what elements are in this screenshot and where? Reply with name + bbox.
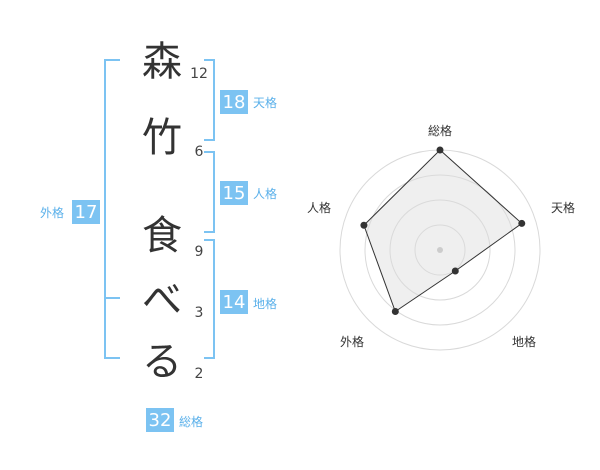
tenkaku-bracket	[204, 59, 215, 141]
stroke-count-2: 6	[194, 144, 204, 160]
radar-axis-label-chikaku: 地格	[512, 335, 537, 349]
stroke-count-5: 2	[194, 366, 204, 382]
chikaku-bracket	[204, 239, 215, 359]
radar-point-1	[436, 146, 444, 154]
jinkaku-label: 人格	[253, 187, 278, 201]
gaikaku-bracket	[104, 59, 120, 359]
chikaku-label: 地格	[253, 297, 278, 311]
name-char-1: 森	[142, 39, 182, 85]
tenkaku-badge: 18	[220, 90, 248, 114]
jinkaku-badge: 15	[220, 181, 248, 205]
radar-ring	[364, 174, 516, 326]
radar-chart	[339, 146, 541, 351]
jinkaku-bracket	[204, 151, 215, 233]
stroke-count-1: 12	[190, 66, 208, 82]
soukaku-badge: 32	[146, 408, 174, 432]
radar-axis-label-gaikaku: 外格	[340, 335, 365, 349]
name-char-2: 竹	[142, 115, 182, 161]
name-char-3: 食	[142, 213, 182, 259]
name-char-5: る	[142, 339, 182, 385]
radar-ring	[389, 199, 491, 301]
chikaku-badge: 14	[220, 290, 248, 314]
radar-axis-label-jinkaku: 人格	[307, 201, 332, 215]
radar-series-polygon	[363, 149, 523, 313]
stroke-count-4: 3	[194, 305, 204, 321]
gaikaku-label: 外格	[40, 206, 65, 220]
radar-axis-label-tenkaku: 天格	[551, 201, 576, 215]
tenkaku-label: 天格	[253, 96, 278, 110]
radar-center-dot	[437, 247, 443, 253]
gaikaku-badge: 17	[72, 200, 100, 224]
radar-point-5	[360, 221, 368, 229]
stroke-count-3: 9	[194, 244, 204, 260]
name-char-4: べ	[142, 277, 182, 323]
soukaku-label: 総格	[179, 415, 204, 429]
radar-point-3	[451, 267, 459, 275]
radar-ring	[414, 224, 466, 276]
radar-axis-label-soukaku: 総格	[428, 124, 453, 138]
radar-point-4	[391, 307, 399, 315]
radar-point-2	[518, 219, 526, 227]
